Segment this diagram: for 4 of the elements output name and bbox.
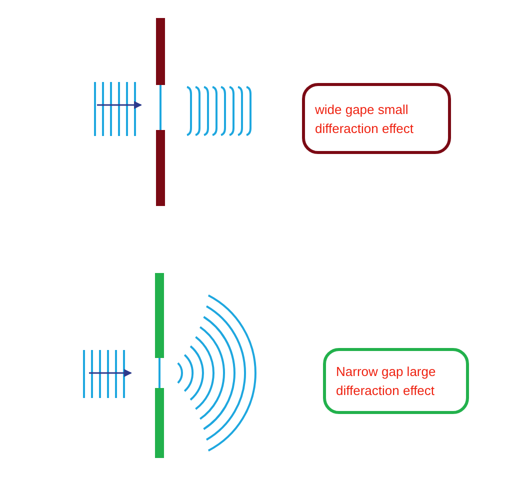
box-text: wide gape small differaction effect — [315, 100, 415, 138]
rounded-box — [323, 348, 469, 414]
box-text: Narrow gap large differaction effect — [336, 363, 437, 400]
rounded-box — [302, 83, 451, 154]
